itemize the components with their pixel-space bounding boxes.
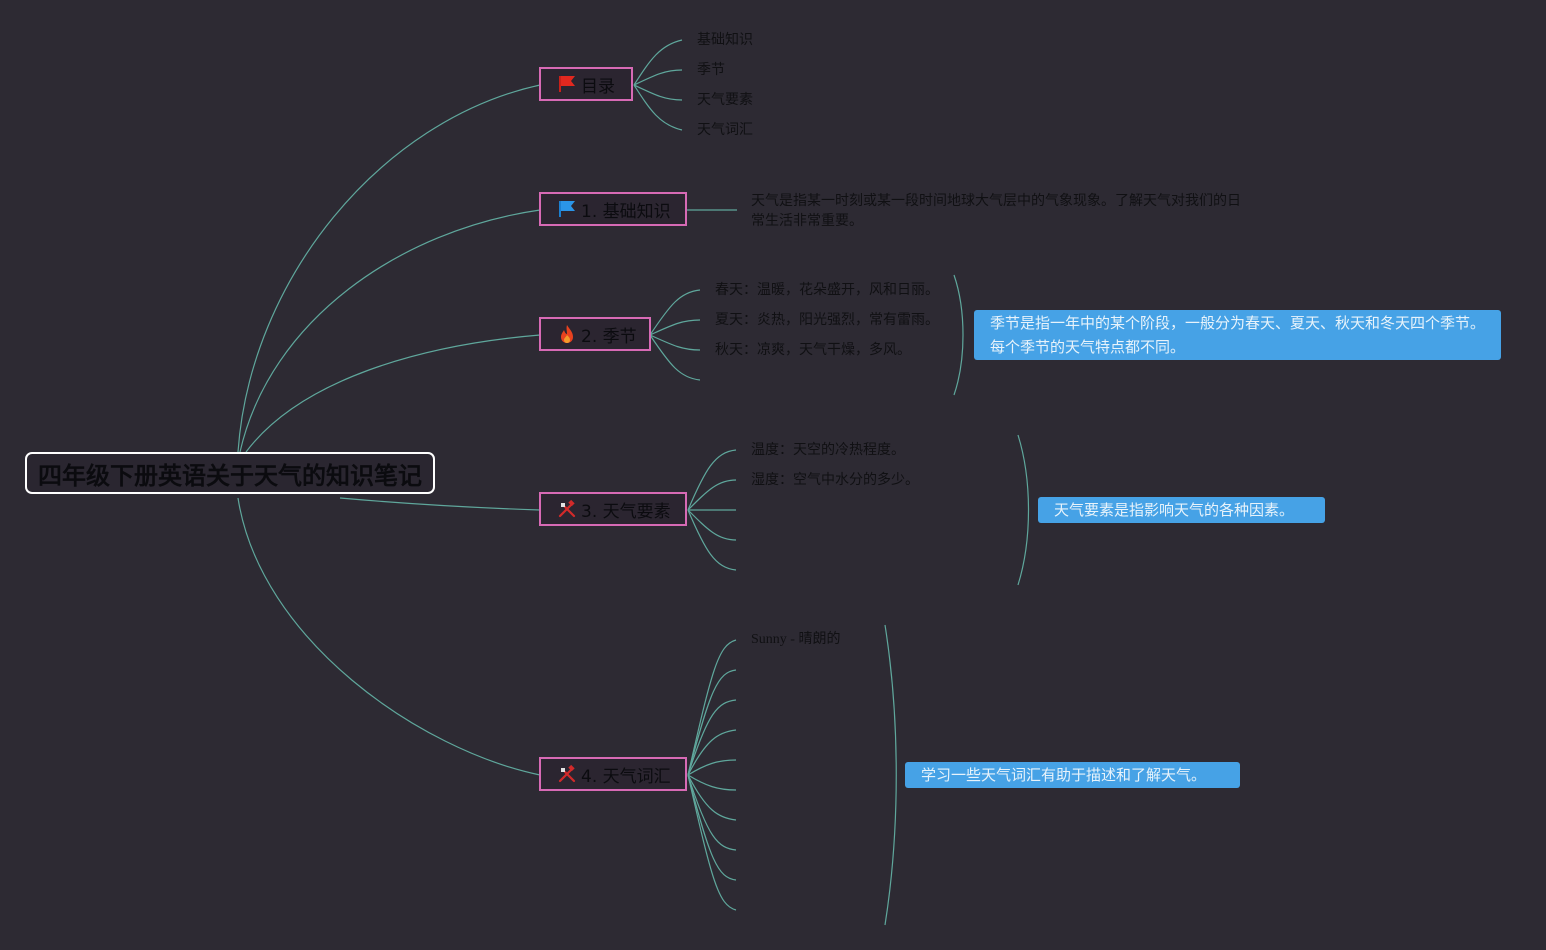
link-root-vocab [237,497,541,776]
crossed-tools-icon [557,764,577,784]
link-vocab-3 [687,699,737,776]
link-vocab-10 [687,774,737,911]
vocab-summary-note[interactable]: 学习一些天气词汇有助于描述和了解天气。 [905,762,1240,788]
root-title: 四年级下册英语关于天气的知识笔记 [38,461,422,490]
season-item[interactable]: 春天：温暖，花朵盛开，风和日丽。 [715,282,939,298]
toc-item[interactable]: 季节 [697,62,725,78]
toc-item[interactable]: 天气词汇 [697,122,753,138]
vocab-item[interactable]: Sunny - 晴朗的 [751,632,841,647]
link-vocab-6 [687,774,737,791]
toc-item[interactable]: 天气要素 [697,92,753,108]
season-summary-note[interactable]: 季节是指一年中的某个阶段，一般分为春天、夏天、秋天和冬天四个季节。每个季节的天气… [974,310,1501,360]
branch-basics[interactable]: 1. 基础知识 [539,192,687,226]
vocab-bracket [884,624,897,926]
link-toc-1 [633,39,683,86]
link-vocab-5 [687,759,737,776]
branch-toc-label: 目录 [581,76,615,97]
basics-description[interactable]: 天气是指某一时刻或某一段时间地球大气层中的气象现象。了解天气对我们的日常生活非常… [751,193,1241,229]
season-bracket [953,274,964,396]
link-season-4 [649,334,701,381]
link-vocab-7 [687,774,737,821]
season-summary-text: 季节是指一年中的某个阶段，一般分为春天、夏天、秋天和冬天四个季节。每个季节的天气… [990,314,1486,356]
season-item[interactable]: 夏天：炎热，阳光强烈，常有雷雨。 [715,312,939,328]
crossed-tools-icon [557,499,577,519]
link-element-4 [687,509,737,541]
blue-flag-icon [557,199,577,219]
branch-vocab[interactable]: 4. 天气词汇 [539,757,687,791]
branch-seasons[interactable]: 2. 季节 [539,317,651,351]
root-topic[interactable]: 四年级下册英语关于天气的知识笔记 [25,452,435,494]
link-toc-4 [633,84,683,131]
link-toc-2 [633,69,683,86]
element-item[interactable]: 温度：天空的冷热程度。 [751,442,905,458]
branch-basics-label: 1. 基础知识 [581,201,671,222]
red-flag-icon [557,74,577,94]
link-season-2 [649,319,701,336]
link-season-3 [649,334,701,351]
link-root-basics [239,209,541,453]
branch-elements[interactable]: 3. 天气要素 [539,492,687,526]
link-element-2 [687,479,737,511]
link-root-seasons [245,334,541,453]
branch-vocab-label: 4. 天气词汇 [581,766,671,787]
link-root-toc [237,84,541,453]
link-vocab-4 [687,729,737,776]
link-element-5 [687,509,737,571]
link-vocab-1 [687,639,737,776]
element-summary-text: 天气要素是指影响天气的各种因素。 [1054,501,1295,519]
element-bracket [1017,434,1030,586]
link-toc-3 [633,84,683,101]
season-item[interactable]: 秋天：凉爽，天气干燥，多风。 [715,342,911,358]
toc-item[interactable]: 基础知识 [697,32,753,48]
branch-seasons-label: 2. 季节 [581,326,637,347]
vocab-summary-text: 学习一些天气词汇有助于描述和了解天气。 [921,766,1207,784]
link-vocab-9 [687,774,737,881]
link-root-elements [339,497,541,511]
element-summary-note[interactable]: 天气要素是指影响天气的各种因素。 [1038,497,1325,523]
link-vocab-8 [687,774,737,851]
link-element-1 [687,449,737,511]
branch-toc[interactable]: 目录 [539,67,633,101]
link-vocab-2 [687,669,737,776]
branch-elements-label: 3. 天气要素 [581,501,671,522]
link-season-1 [649,289,701,336]
fire-icon [557,324,577,344]
element-item[interactable]: 湿度：空气中水分的多少。 [751,472,919,488]
